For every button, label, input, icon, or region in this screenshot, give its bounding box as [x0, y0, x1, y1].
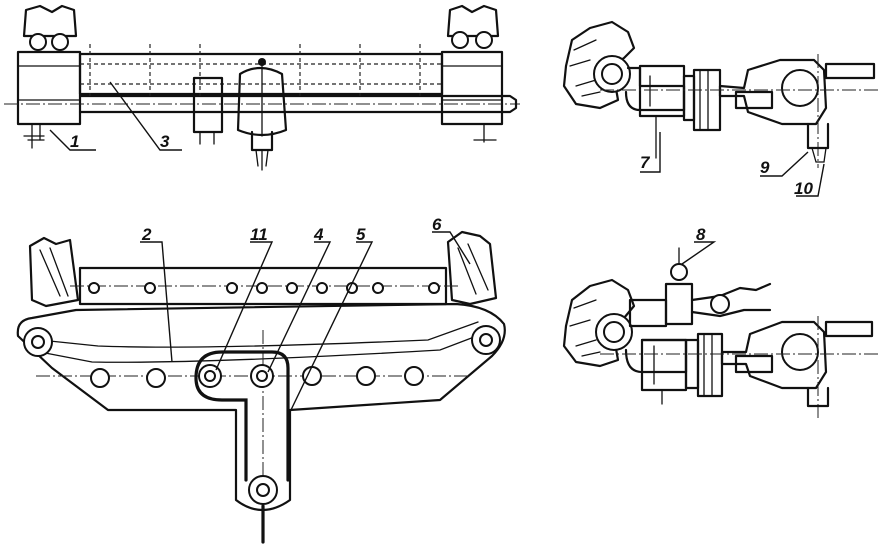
callout-5: 5: [356, 225, 366, 244]
centre-suspension: [192, 58, 288, 171]
side-view-upper: [562, 20, 880, 168]
callout-9: 9: [760, 158, 770, 177]
yoke-plate: [16, 302, 506, 512]
right-clamp: [440, 4, 504, 143]
callout-6: 6: [432, 215, 442, 234]
callout-4: 4: [313, 225, 324, 244]
callout-10: 10: [794, 179, 813, 198]
front-left-clamp: [28, 236, 80, 308]
yoke-bar: [78, 52, 444, 96]
front-view: [16, 230, 506, 544]
callout-2: 2: [141, 225, 152, 244]
callout-3: 3: [160, 132, 170, 151]
top-view: [4, 4, 520, 171]
callout-8: 8: [696, 225, 706, 244]
callout-7: 7: [640, 153, 651, 172]
side-view-lower: [562, 247, 880, 420]
lower-rod: [78, 94, 518, 114]
front-right-clamp: [446, 230, 498, 306]
callout-11: 11: [250, 225, 268, 244]
callout-1: 1: [70, 132, 79, 151]
adjusting-link: [194, 350, 290, 482]
left-clamp: [16, 4, 82, 149]
